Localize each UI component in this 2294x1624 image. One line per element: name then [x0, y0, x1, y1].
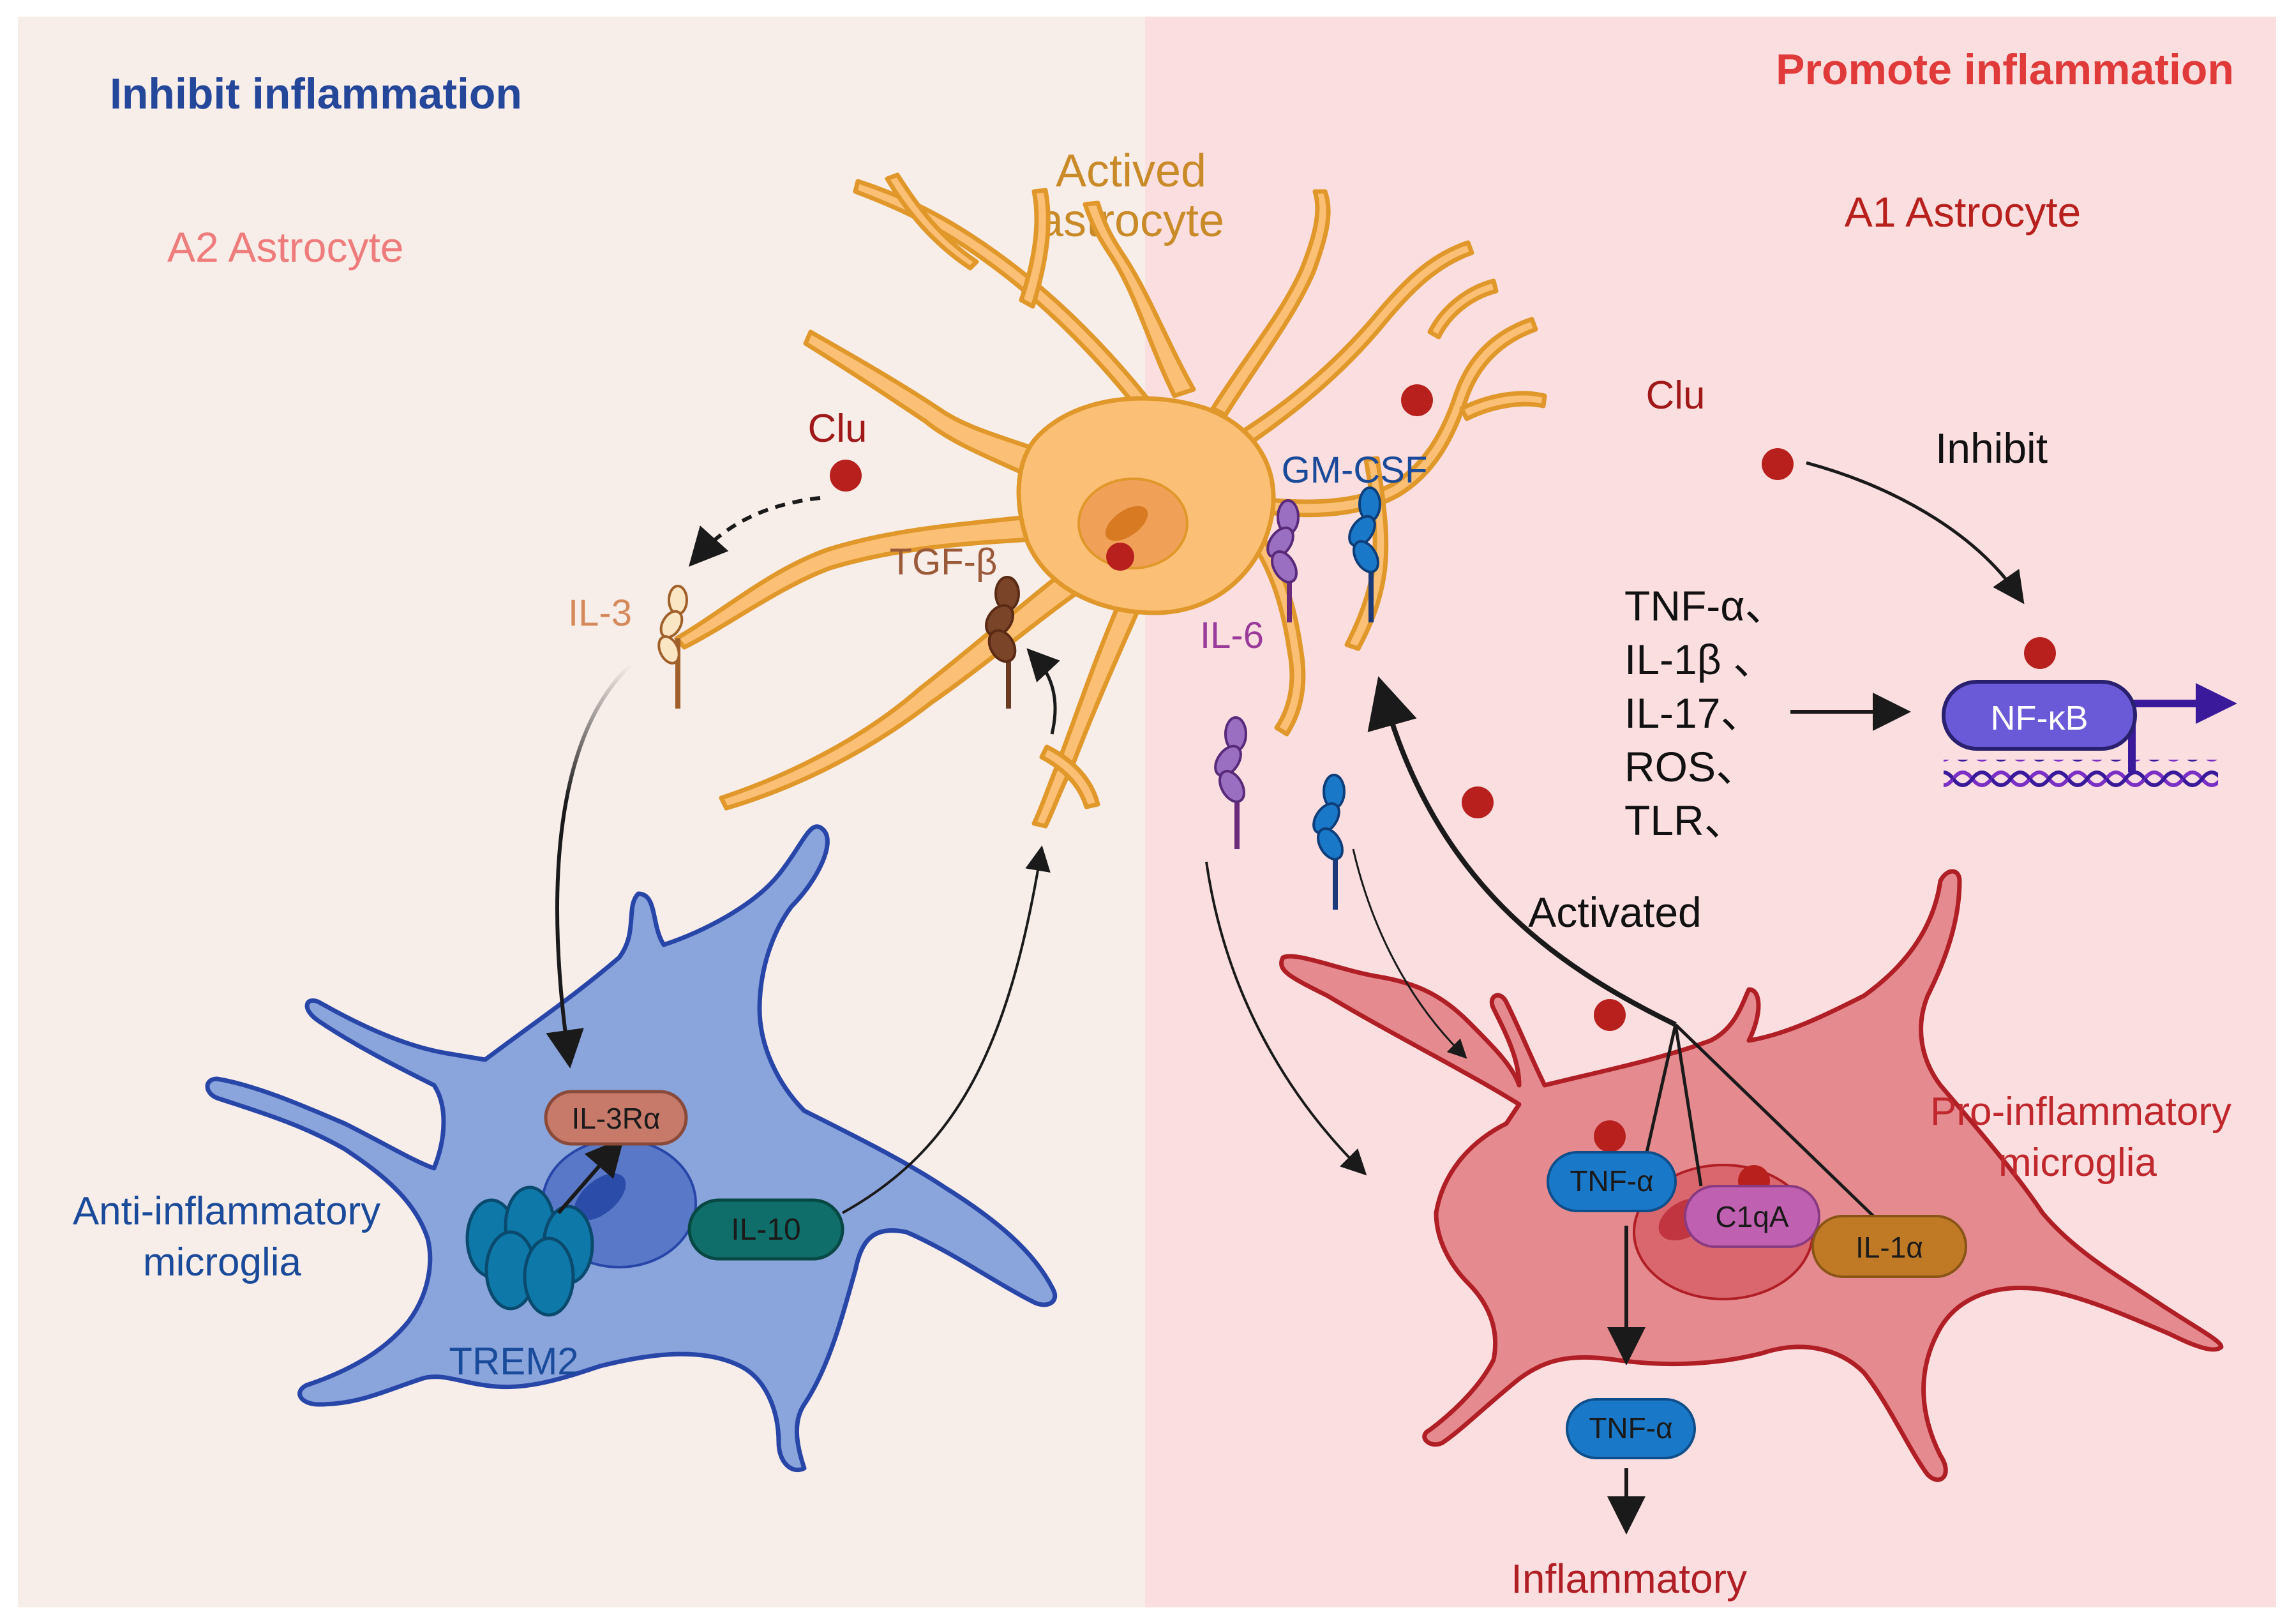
left-header: Inhibit inflammation	[110, 70, 522, 118]
activated-label: Activated	[1528, 889, 1701, 936]
il6-to-microglia-arrow	[1205, 861, 1367, 1176]
activated-branch-tnfa	[1645, 1024, 1677, 1153]
c1qa-pill	[1684, 1185, 1820, 1248]
trem2-label: TREM2	[449, 1340, 578, 1383]
mediator-item: IL-1β 、	[1624, 636, 1775, 683]
clu-dot	[1401, 384, 1433, 416]
gm-csf-label: GM-CSF	[1282, 449, 1428, 491]
activated-branch-c1qa	[1674, 1024, 1703, 1187]
mediator-item: TNF-α、	[1624, 582, 1787, 629]
clu-dot	[1106, 543, 1134, 571]
clu-left-label: Clu	[807, 407, 867, 451]
activated-arrow	[1367, 676, 1677, 1027]
mediator-item: ROS、	[1624, 743, 1758, 790]
il1a-pill	[1811, 1215, 1967, 1278]
gm-csf-receptor-astrocyte	[1348, 486, 1381, 622]
activated-branch-il1a	[1674, 1023, 1875, 1217]
inflammatory-label: Inflammatory	[1511, 1556, 1747, 1602]
il3ra-label: IL-3Rα	[571, 1102, 660, 1135]
clu-inhibit-arrow	[1806, 461, 2025, 605]
mediator-list: TNF-α、 IL-1β 、 IL-17、 ROS、 TLR、	[1624, 582, 1787, 844]
inhibit-label: Inhibit	[1935, 425, 2048, 472]
il10-to-astrocyte-arrow	[842, 845, 1051, 1214]
clu-dot	[1594, 999, 1626, 1031]
tnfa-inside-pill	[1547, 1151, 1677, 1212]
clu-to-il3-dashed-arrow	[688, 496, 821, 567]
tnfa-inside-label: TNF-α	[1570, 1164, 1653, 1198]
tgf-beta-receptor	[985, 576, 1020, 709]
anti-microglia-nucleolus	[574, 1173, 626, 1221]
nfkb-box	[1942, 680, 2137, 751]
il3-receptor	[657, 585, 688, 709]
tgf-beta-label: TGF-β	[890, 541, 998, 583]
clu-right-label: Clu	[1646, 373, 1705, 417]
clu-dot	[1462, 786, 1494, 818]
gm-csf-free-receptor	[1312, 774, 1346, 910]
dna-strand	[1944, 760, 2218, 792]
actived-astrocyte-label-line2: astrocyte	[1038, 195, 1224, 246]
il6-receptor-astrocyte	[1266, 499, 1300, 622]
il1a-label: IL-1α	[1855, 1231, 1923, 1264]
il10-label: IL-10	[731, 1213, 800, 1247]
il6-free-receptor	[1214, 716, 1247, 849]
a2-astrocyte-label: A2 Astrocyte	[167, 223, 404, 271]
gm-csf-to-microglia-arrow	[1352, 848, 1467, 1059]
trem2-cluster	[465, 1185, 594, 1317]
promoter-arrow-head	[2196, 683, 2237, 724]
actived-astrocyte-label-line1: Actived	[1056, 146, 1206, 197]
tnfa-released-label: TNF-α	[1589, 1411, 1672, 1445]
il10-pill	[687, 1198, 844, 1261]
nfkb-label: NF-κB	[1991, 699, 2088, 737]
il6-label: IL-6	[1200, 615, 1264, 656]
clu-dot	[2024, 637, 2056, 669]
il3ra-pill	[544, 1090, 688, 1146]
clu-dot	[1762, 448, 1794, 480]
clu-dot	[1594, 1120, 1626, 1152]
nucleus-to-il3ra-arrow	[557, 1137, 624, 1214]
pro-inflammatory-label-line2: microglia	[1998, 1141, 2157, 1185]
mediator-item: IL-17、	[1624, 689, 1762, 737]
clu-dot	[830, 460, 862, 492]
tnfa-released-pill	[1566, 1398, 1696, 1459]
pro-inflammatory-label-line1: Pro-inflammatory	[1930, 1090, 2231, 1134]
c1qa-label: C1qA	[1715, 1200, 1788, 1233]
il3-label: IL-3	[568, 592, 632, 634]
astrocyte-nucleolus	[1105, 506, 1148, 541]
to-tgf-beta-arrow	[1026, 648, 1060, 735]
anti-inflammatory-label-line1: Anti-inflammatory	[73, 1189, 380, 1233]
mediator-item: TLR、	[1624, 797, 1746, 844]
anti-inflammatory-label-line2: microglia	[143, 1240, 302, 1284]
a1-astrocyte-label: A1 Astrocyte	[1845, 188, 2081, 236]
il3-to-il3ra-arrow	[546, 662, 634, 1069]
right-header: Promote inflammation	[1776, 45, 2234, 94]
